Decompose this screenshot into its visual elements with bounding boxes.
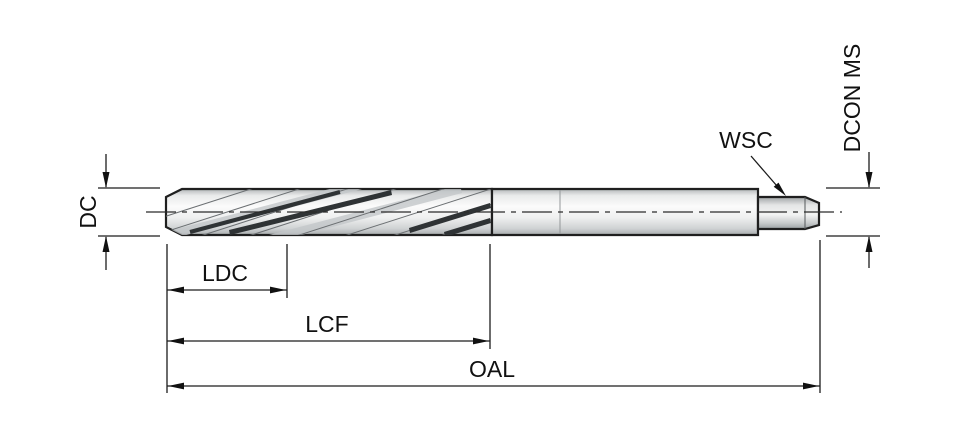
label-wsc: WSC	[719, 127, 773, 153]
dimension-ldc: LDC	[166, 244, 288, 393]
label-oal: OAL	[469, 356, 515, 382]
label-dc: DC	[75, 195, 101, 228]
label-ldc: LDC	[202, 260, 248, 286]
square-drive-section	[756, 195, 821, 231]
dimension-lcf: LCF	[167, 244, 491, 349]
dimension-dcon-ms: DCON MS	[826, 44, 880, 268]
callout-wsc: WSC	[719, 127, 786, 196]
label-dcon-ms: DCON MS	[839, 44, 865, 153]
dimension-oal: OAL	[167, 240, 821, 393]
reamer-drawing	[146, 187, 842, 237]
label-lcf: LCF	[305, 311, 348, 337]
dimension-dc: DC	[75, 154, 160, 270]
wsc-leader-line	[750, 155, 778, 187]
wsc-leader-arrow	[773, 182, 786, 196]
